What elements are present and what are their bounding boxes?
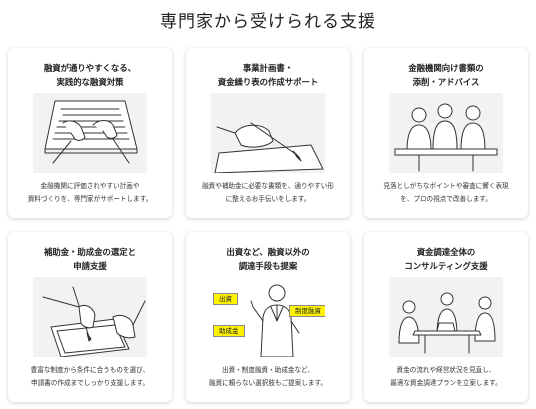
card-description: 資金の流れや経営状況を見直し、 最適な資金調達プランを立案します。 [368, 364, 524, 390]
card-desc-line: 資金の流れや経営状況を見直し、 [396, 366, 496, 374]
option-tag-institutional-loan: 制度融資 [289, 305, 325, 317]
card-desc-line: 金融機関に評価されやすい計画や [40, 182, 140, 190]
card-title-line: 実践的な融資対策 [56, 77, 124, 87]
card-desc-line: 融資や補助金に必要な書類を、通りやすい形 [202, 182, 334, 190]
card-title-line: 事業計画書・ [242, 63, 294, 73]
card-description: 豊富な制度から条件に合うものを選び、 申請書の作成までしっかり支援します。 [12, 364, 168, 390]
card-title-line: 金融機関向け書類の [408, 63, 484, 73]
card-desc-line: に整えるお手伝いをします。 [225, 195, 311, 203]
card-title: 金融機関向け書類の 添削・アドバイス [364, 61, 528, 89]
card-title-line: 補助金・助成金の選定と [43, 247, 137, 257]
option-tag-investment: 出資 [213, 293, 238, 305]
support-card-alternative-funding: 出資など、融資以外の 調達手段も提案 出資 制度融資 助成金 出資・制度融資・助… [186, 232, 350, 402]
option-tag-subsidy: 助成金 [213, 325, 245, 337]
card-title: 補助金・助成金の選定と 申請支援 [8, 245, 172, 273]
support-card-document-review: 金融機関向け書類の 添削・アドバイス 見落としがちなポイントや審査に響く表現 を… [364, 48, 528, 218]
support-cards-grid: 融資が通りやすくなる、 実践的な融資対策 金融機関に評価されやすい計画や 資料づ… [8, 48, 528, 404]
card-desc-line: 資料づくりを、専門家がサポートします。 [27, 195, 153, 203]
card-description: 金融機関に評価されやすい計画や 資料づくりを、専門家がサポートします。 [12, 180, 168, 206]
presenter-options-icon: 出資 制度融資 助成金 [211, 277, 325, 357]
support-card-subsidy-application: 補助金・助成金の選定と 申請支援 豊富な制度から条件に合うものを選び、 申請書の… [8, 232, 172, 402]
card-title-line: 申請支援 [73, 261, 107, 271]
card-title-line: コンサルティング支援 [404, 261, 488, 271]
laptop-typing-icon [33, 93, 147, 173]
page-title: 専門家から受けられる支援 [160, 12, 376, 32]
card-title-line: 資金繰り表の作成サポート [217, 77, 319, 87]
pen-writing-icon [211, 93, 325, 173]
card-description: 出資・制度融資・助成金など、 融資に頼らない選択肢もご提案します。 [190, 364, 346, 390]
card-desc-line: 見落としがちなポイントや審査に響く表現 [383, 182, 509, 190]
card-desc-line: 出資・制度融資・助成金など、 [222, 366, 314, 374]
card-desc-line: 最適な資金調達プランを立案します。 [390, 379, 502, 387]
card-desc-line: 豊富な制度から条件に合うものを選び、 [30, 366, 150, 374]
card-title-line: 融資が通りやすくなる、 [43, 63, 137, 73]
card-desc-line: を、プロの視点で改善します。 [400, 195, 492, 203]
support-card-loan-strategy: 融資が通りやすくなる、 実践的な融資対策 金融機関に評価されやすい計画や 資料づ… [8, 48, 172, 218]
card-desc-line: 融資に頼らない選択肢もご提案します。 [208, 379, 328, 387]
card-title: 資金調達全体の コンサルティング支援 [364, 245, 528, 273]
card-desc-line: 申請書の作成までしっかり支援します。 [30, 379, 150, 387]
card-description: 融資や補助金に必要な書類を、通りやすい形 に整えるお手伝いをします。 [190, 180, 346, 206]
card-title-line: 調達手段も提案 [238, 261, 298, 271]
consulting-team-icon [389, 277, 503, 357]
card-title: 事業計画書・ 資金繰り表の作成サポート [186, 61, 350, 89]
tablet-writing-icon [33, 277, 147, 357]
card-title-line: 資金調達全体の [416, 247, 476, 257]
card-description: 見落としがちなポイントや審査に響く表現 を、プロの視点で改善します。 [368, 180, 524, 206]
card-title-line: 添削・アドバイス [412, 77, 480, 87]
card-title-line: 出資など、融資以外の [226, 247, 310, 257]
business-meeting-icon [389, 93, 503, 173]
support-card-funding-consulting: 資金調達全体の コンサルティング支援 資金の流れや経営状況を見直し、 最適な資金… [364, 232, 528, 402]
support-card-business-plan: 事業計画書・ 資金繰り表の作成サポート 融資や補助金に必要な書類を、通りやすい形… [186, 48, 350, 218]
card-title: 出資など、融資以外の 調達手段も提案 [186, 245, 350, 273]
card-title: 融資が通りやすくなる、 実践的な融資対策 [8, 61, 172, 89]
